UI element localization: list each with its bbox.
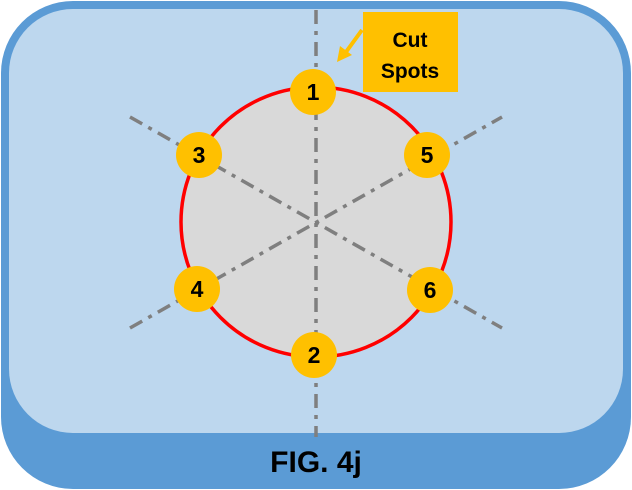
cut-spot-marker [174, 266, 220, 312]
cut-spot-marker [290, 69, 336, 115]
cut-spot-number: 4 [191, 276, 204, 302]
cut-spot-number: 2 [308, 342, 321, 368]
cut-spot-1: 1 [290, 69, 336, 115]
cut-spot-number: 3 [193, 142, 206, 168]
callout-line-2: Spots [381, 60, 439, 83]
cut-spot-number: 1 [307, 79, 320, 105]
callout-arrow-icon [337, 28, 364, 62]
cut-spot-6: 6 [407, 267, 453, 313]
cut-spot-marker [404, 132, 450, 178]
callout-line-1: Cut [393, 29, 428, 52]
cut-spot-4: 4 [174, 266, 220, 312]
cut-spot-marker [291, 332, 337, 378]
callout-box [363, 12, 458, 92]
cut-spot-marker [407, 267, 453, 313]
cut-spot-3: 3 [176, 132, 222, 178]
cut-spot-marker [176, 132, 222, 178]
cut-spot-2: 2 [291, 332, 337, 378]
cut-spot-5: 5 [404, 132, 450, 178]
figure-label: FIG. 4j [270, 446, 362, 479]
cut-spot-number: 5 [421, 142, 434, 168]
cut-spot-number: 6 [424, 277, 437, 303]
